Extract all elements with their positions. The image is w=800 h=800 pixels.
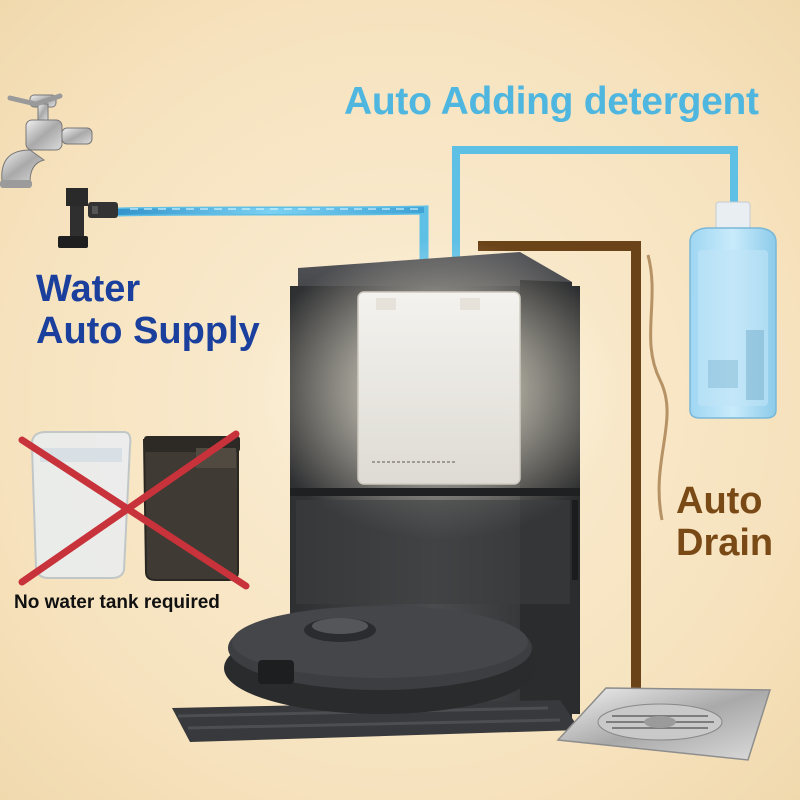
drain-title-line2: Drain <box>676 522 774 564</box>
floor-drain-icon <box>556 687 772 761</box>
drain-title-line1: Auto <box>676 480 763 522</box>
detergent-pipe <box>452 146 738 262</box>
drain-pipe <box>478 241 669 720</box>
water-title-line2: Auto Supply <box>36 310 260 352</box>
water-valve-icon <box>58 188 118 248</box>
detergent-bottle-icon <box>689 201 777 419</box>
detergent-title: Auto Adding detergent <box>344 80 759 123</box>
robot-vacuum-icon <box>224 606 536 714</box>
water-supply-pipe <box>117 205 429 262</box>
faucet-icon <box>0 93 93 188</box>
water-title-line1: Water <box>36 268 141 310</box>
cross-mark <box>18 430 250 590</box>
no-tank-caption: No water tank required <box>14 592 220 613</box>
water-tank-icon <box>30 431 240 581</box>
drain-title: Auto Drain <box>676 480 773 564</box>
water-supply-title: Water Auto Supply <box>36 268 260 352</box>
